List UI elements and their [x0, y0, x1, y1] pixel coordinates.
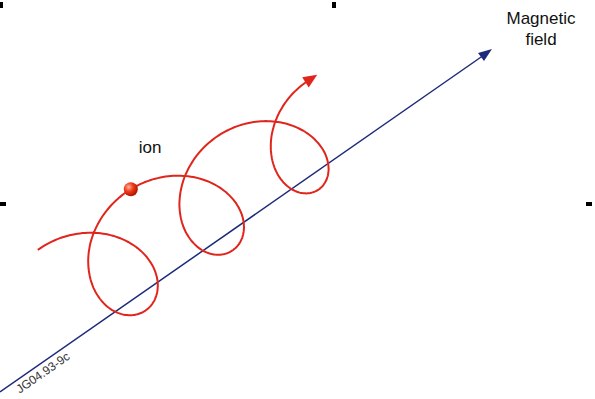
particle-label: ion: [139, 137, 162, 158]
tick-mark: [0, 202, 6, 206]
field-arrowhead: [478, 49, 492, 61]
tick-mark: [586, 202, 592, 206]
ion-particle: [124, 182, 138, 196]
axis-label: Magnetic field: [500, 8, 582, 51]
helix-arrowhead: [302, 75, 317, 88]
tick-mark: [332, 2, 336, 8]
helix-path: [38, 79, 329, 315]
field-line: [0, 55, 484, 392]
watermark: JG04.93-9c: [13, 349, 73, 397]
tick-mark: [0, 2, 3, 8]
